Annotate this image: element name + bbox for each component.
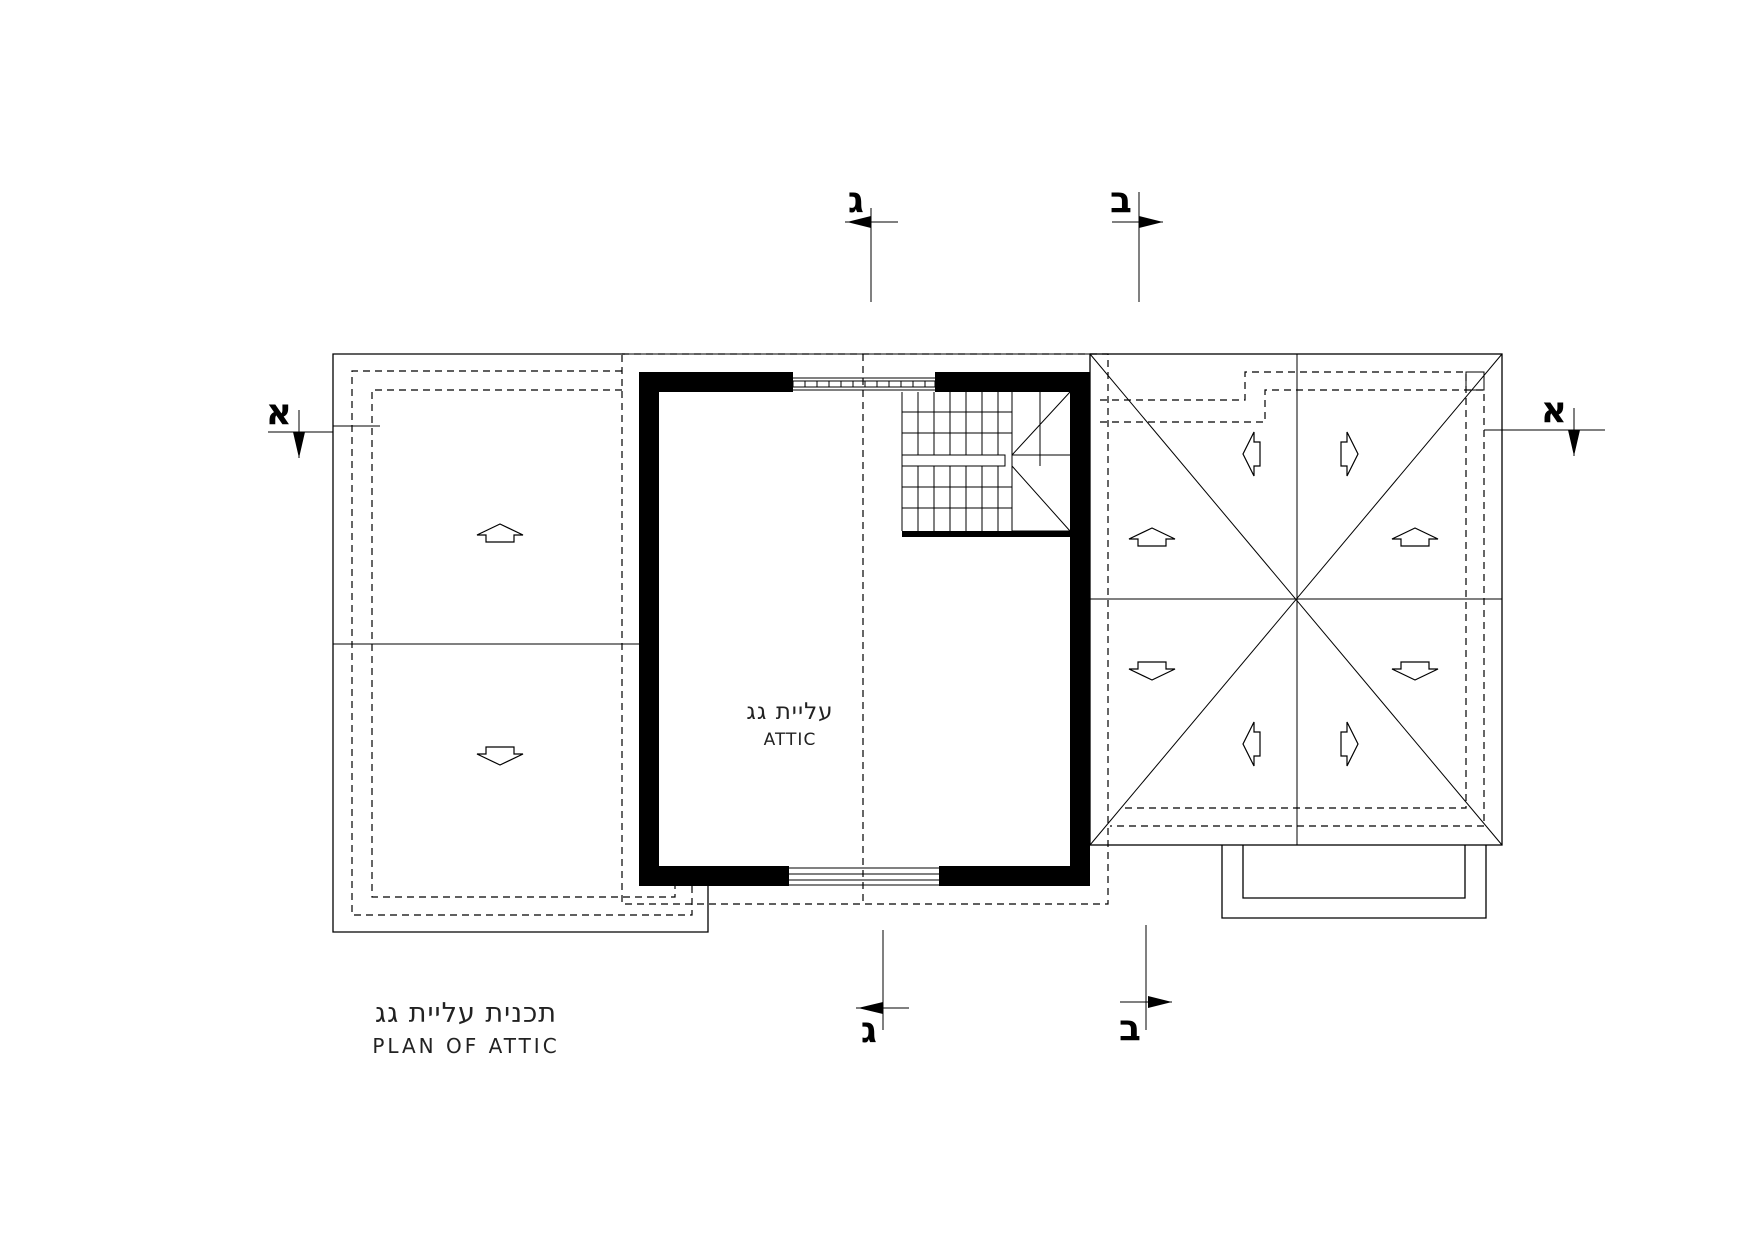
slope-up-arrow-icon [476,523,524,543]
staircase [901,391,1071,532]
left-roof [332,353,709,933]
section-marker-b-bottom: ב [1119,925,1172,1049]
section-marker-g-bottom: ג [856,930,909,1051]
section-label-a-left: א [266,392,292,433]
window-bottom [789,867,939,886]
slope-down-arrow-icon [476,746,524,766]
slope-down-arrow-icon [1128,661,1176,681]
slope-right-arrow-icon [1340,431,1359,477]
section-label-b-bottom: ב [1119,1008,1141,1049]
slope-right-arrow-icon [1340,721,1359,767]
right-hip-roof [1089,353,1530,919]
slope-left-arrow-icon [1242,431,1261,477]
section-marker-a-right: א [1502,390,1605,456]
room-name-hebrew: עליית גג [746,699,833,725]
section-label-g-bottom: ג [861,1010,877,1051]
section-label-a-right: א [1541,390,1567,431]
room-name-english: ATTIC [764,730,817,750]
slope-up-arrow-icon [1391,527,1439,547]
section-marker-b-top: ב [1110,180,1163,302]
slope-left-arrow-icon [1242,721,1261,767]
plan-title-hebrew: תכנית עליית גג [375,998,557,1029]
section-marker-a-left: א [266,392,333,458]
plan-title-english: PLAN OF ATTIC [372,1034,559,1058]
section-marker-g-top: ג [845,180,898,302]
upper-outline-dashed [621,353,1109,905]
section-label-g-top: ג [848,180,864,221]
window-top [792,377,936,391]
slope-down-arrow-icon [1391,661,1439,681]
attic-walls [639,372,1090,886]
section-label-b-top: ב [1110,180,1132,221]
slope-up-arrow-icon [1128,527,1176,547]
